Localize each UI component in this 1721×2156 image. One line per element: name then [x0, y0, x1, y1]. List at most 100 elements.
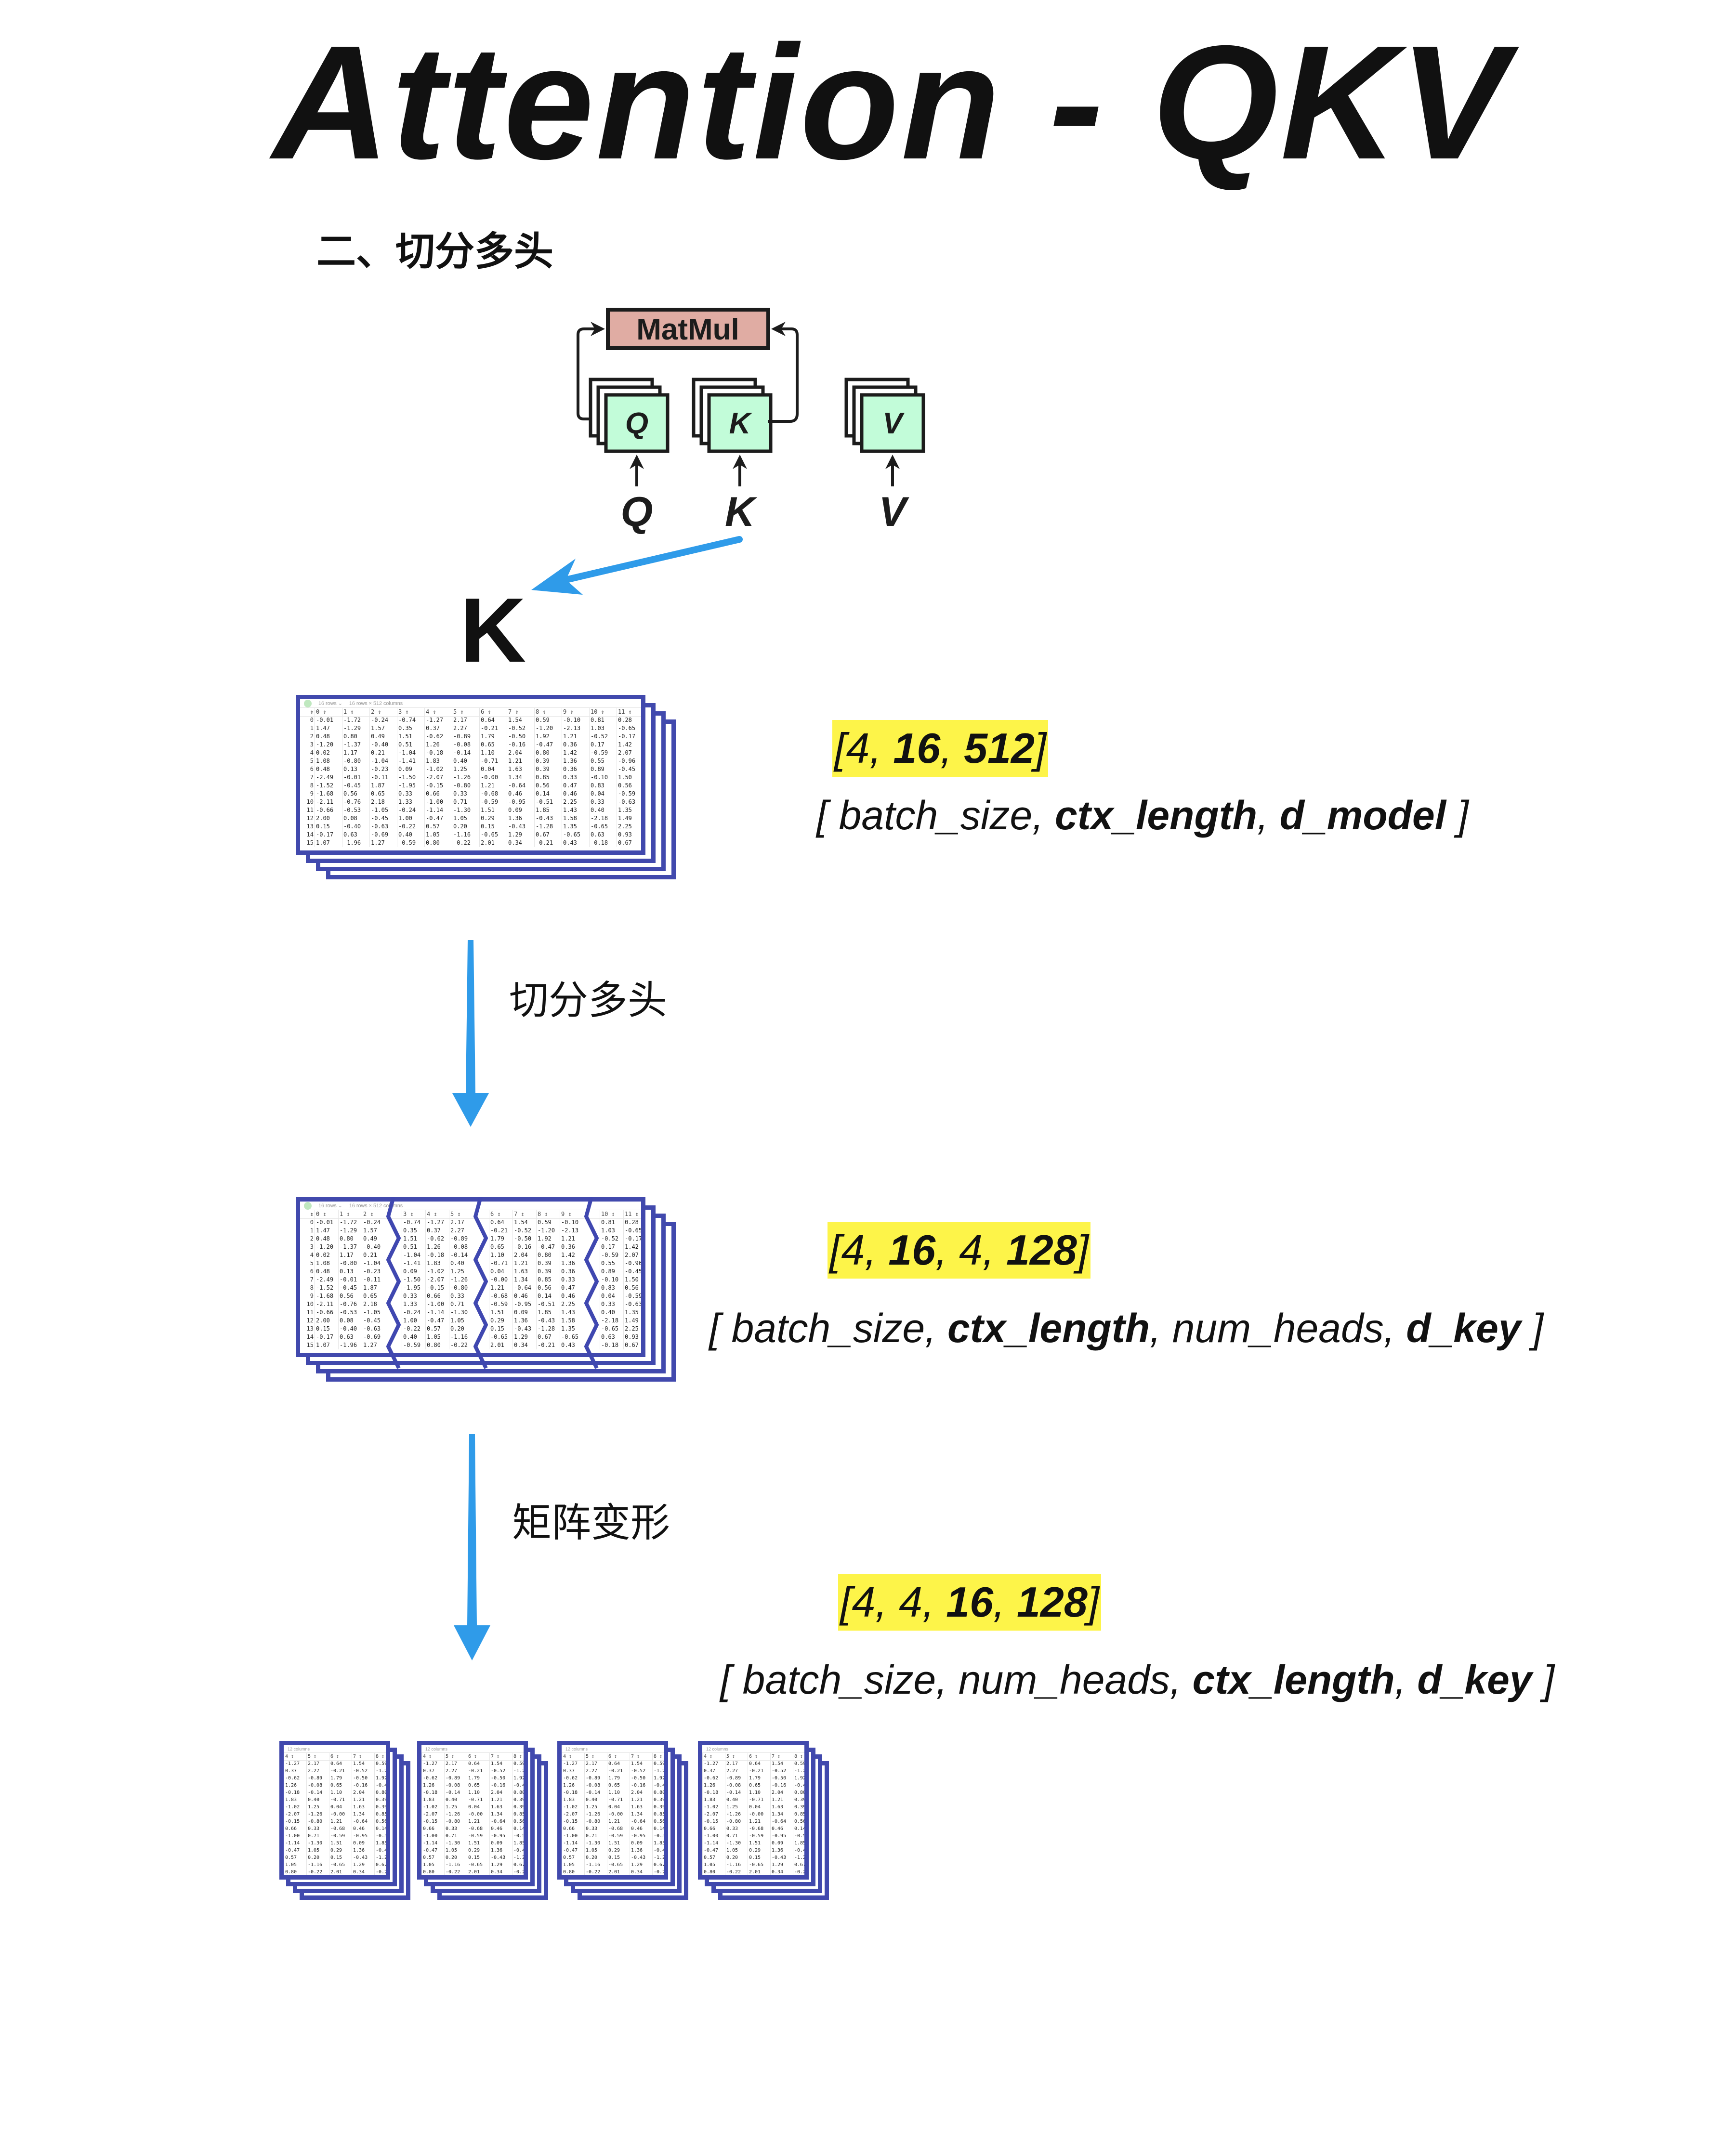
column-header[interactable]: 5 ⇕: [452, 708, 480, 717]
column-header[interactable]: 7 ⇕: [512, 1210, 537, 1219]
column-header[interactable]: 0 ⇕: [315, 1210, 339, 1219]
table-cell: 0.85: [534, 773, 562, 782]
table-cell: -1.30: [725, 1840, 748, 1847]
table-cell: 1.21: [489, 1796, 512, 1803]
table-cell: -0.62: [421, 1775, 445, 1782]
column-header[interactable]: 5 ⇕: [449, 1210, 473, 1219]
table-cell: -1.41: [397, 757, 425, 765]
table-cell: 1.29: [512, 1333, 537, 1341]
table-cell: -0.15: [284, 1818, 307, 1825]
table-cell: 2.04: [630, 1789, 653, 1796]
table-view-icon[interactable]: [304, 699, 312, 707]
table-cell: 1.54: [770, 1760, 793, 1767]
table-cell: 0.33: [644, 798, 646, 806]
column-header[interactable]: 2 ⇕: [362, 1210, 385, 1219]
column-header[interactable]: 4 ⇕: [702, 1753, 725, 1761]
table-cell: 0.43: [562, 839, 590, 847]
table-cell: 0.48: [315, 765, 342, 773]
table-cell: -0.63: [369, 823, 397, 831]
table-cell: 1.79: [607, 1775, 630, 1782]
column-header[interactable]: 10 ⇕: [600, 1210, 624, 1219]
table-cell: 0.59: [536, 1218, 560, 1227]
table-cell: -0.59: [402, 1341, 426, 1349]
table-cell: 0.65: [329, 1782, 352, 1789]
column-header[interactable]: 6 ⇕: [467, 1753, 490, 1761]
column-header[interactable]: 12 ⇕: [644, 708, 646, 716]
column-header[interactable]: 4 ⇕: [284, 1753, 307, 1761]
table-cell: 0.09: [630, 1840, 653, 1847]
column-header[interactable]: 8 ⇕: [374, 1753, 386, 1761]
column-header[interactable]: 9 ⇕: [560, 1210, 583, 1219]
column-header[interactable]: 10 ⇕: [589, 708, 617, 717]
column-header[interactable]: 6 ⇕: [329, 1753, 352, 1761]
column-header[interactable]: 4 ⇕: [562, 1753, 585, 1761]
column-header[interactable]: 9 ⇕: [562, 708, 590, 717]
table-cell: 0.14: [536, 1292, 560, 1300]
column-header[interactable]: 5 ⇕: [306, 1753, 329, 1761]
table-cell: 1.21: [329, 1818, 352, 1825]
column-header[interactable]: 1 ⇕: [338, 1210, 362, 1219]
column-header[interactable]: 4 ⇕: [421, 1753, 445, 1761]
column-header[interactable]: 7 ⇕: [770, 1753, 793, 1761]
table-cell: -1.20: [793, 1767, 804, 1775]
table-cell: 0.28: [623, 1218, 641, 1227]
rows-selector[interactable]: 16 rows ⌄: [318, 1203, 342, 1209]
table-view-icon[interactable]: [304, 1202, 312, 1210]
table-cell: 0.13: [338, 1267, 362, 1276]
column-header[interactable]: 3 ⇕: [402, 1210, 426, 1219]
table-cell: 0.47: [644, 839, 646, 847]
column-header[interactable]: 5 ⇕: [725, 1753, 748, 1761]
table-cell: -1.20: [652, 1767, 664, 1775]
column-header[interactable]: 7 ⇕: [630, 1753, 653, 1761]
column-header[interactable]: 4 ⇕: [424, 708, 452, 717]
column-header[interactable]: 5 ⇕: [584, 1753, 607, 1761]
table-cell: -0.24: [369, 716, 397, 724]
column-header[interactable]: 8 ⇕: [793, 1753, 804, 1761]
table-cell: 0.80: [425, 1341, 449, 1349]
table-cell: 1.21: [489, 1284, 513, 1292]
table-cell: -1.00: [424, 798, 452, 806]
column-header[interactable]: 6 ⇕: [607, 1753, 630, 1761]
table-cell: -1.28: [793, 1854, 804, 1861]
column-header[interactable]: 8 ⇕: [652, 1753, 664, 1761]
column-header[interactable]: 8 ⇕: [534, 708, 562, 717]
sort-icon[interactable]: ⇕: [300, 1210, 315, 1219]
table-cell: -1.30: [306, 1840, 329, 1847]
table-cell: 2.27: [444, 1767, 467, 1775]
column-header[interactable]: 8 ⇕: [512, 1753, 524, 1761]
column-header[interactable]: 7 ⇕: [507, 708, 535, 717]
table-cell: 1.21: [630, 1796, 653, 1803]
sort-icon[interactable]: ⇕: [300, 708, 315, 717]
table-cell: 0.66: [702, 1825, 725, 1832]
column-header[interactable]: 4 ⇕: [425, 1210, 449, 1219]
column-header[interactable]: 3 ⇕: [397, 708, 425, 717]
column-header[interactable]: 7 ⇕: [352, 1753, 375, 1761]
column-header[interactable]: 11 ⇕: [617, 708, 641, 717]
table-cell: -0.59: [600, 1251, 624, 1259]
column-header[interactable]: 1 ⇕: [342, 708, 370, 717]
column-header[interactable]: 8 ⇕: [536, 1210, 560, 1219]
table-cell: 1.05: [562, 1861, 585, 1869]
rows-selector[interactable]: 16 rows ⌄: [318, 701, 342, 706]
column-header[interactable]: 6 ⇕: [489, 1210, 513, 1219]
table-cell: -1.27: [702, 1760, 725, 1767]
column-header[interactable]: 6 ⇕: [748, 1753, 771, 1761]
table-cell: 0.53: [644, 757, 646, 765]
table-cell: 1.57: [369, 724, 397, 732]
column-header[interactable]: 11 ⇕: [623, 1210, 641, 1219]
column-header[interactable]: 7 ⇕: [489, 1753, 512, 1761]
column-header[interactable]: 2 ⇕: [369, 708, 397, 717]
table-cell: 1.10: [489, 1251, 513, 1259]
table-cell: -1.30: [444, 1840, 467, 1847]
column-header[interactable]: 6 ⇕: [479, 708, 507, 717]
table-cell: 0.04: [479, 765, 507, 773]
table-cell: 0.39: [512, 1803, 524, 1811]
column-header[interactable]: 0 ⇕: [315, 708, 342, 717]
column-header[interactable]: 5 ⇕: [444, 1753, 467, 1761]
table-cell: -0.62: [562, 1775, 585, 1782]
